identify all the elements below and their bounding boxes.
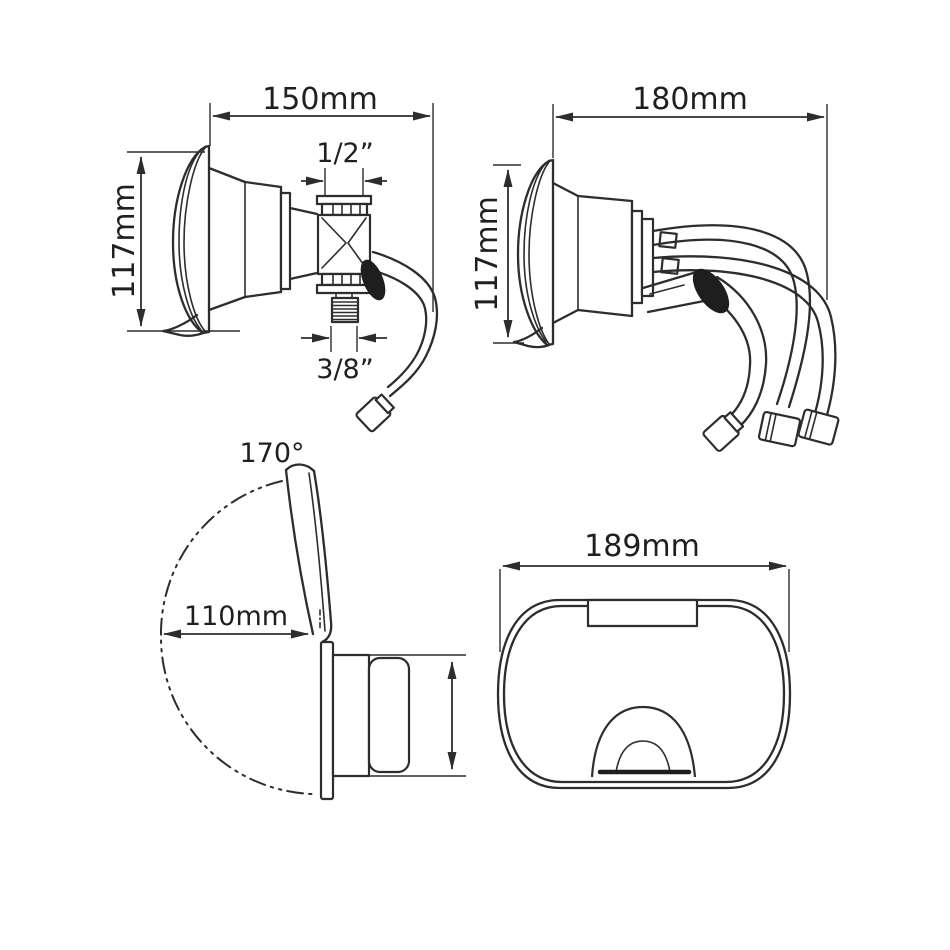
dim-three-eighths-inch: 3/8” [301, 326, 387, 385]
dim-117mm-left: 117mm [107, 151, 240, 332]
supply-hoses [651, 224, 840, 452]
dim-110mm: 110mm [163, 601, 309, 639]
dim-180mm: 180mm [552, 82, 828, 300]
dim-label-width-closed: 150mm [262, 82, 378, 117]
hose-fitting-shower [702, 411, 745, 452]
hose-fitting-middle [757, 411, 802, 448]
dim-label-open-reach: 110mm [184, 601, 288, 632]
shower-knob-2 [692, 268, 730, 314]
dim-189mm: 189mm [499, 529, 790, 652]
dim-label-bottom-thread: 3/8” [316, 354, 373, 385]
hose-fitting-right [797, 408, 840, 446]
open-lid [284, 463, 333, 644]
mixer-valve [315, 194, 373, 324]
view-front: 189mm [496, 529, 792, 790]
front-oval-housing [496, 598, 792, 790]
hose-end-fitting [355, 393, 395, 433]
dim-label-height-hoses: 117mm [470, 196, 505, 312]
wall-mounted-body [319, 640, 466, 801]
spout-arch [590, 705, 697, 778]
dim-label-top-thread: 1/2” [316, 138, 373, 169]
view-side-closed: 150mm 117mm 1/2” 3/8” [107, 82, 439, 433]
dim-half-inch: 1/2” [301, 138, 387, 197]
shower-lid-profile-2 [512, 158, 555, 349]
recessed-cup [367, 656, 411, 774]
dim-label-opening-angle: 170° [239, 438, 304, 469]
shower-body-2 [551, 181, 706, 325]
dim-label-width-hoses: 180mm [632, 82, 748, 117]
dim-label-front-width: 189mm [584, 529, 700, 564]
shower-body [207, 166, 319, 312]
shower-knob [360, 259, 386, 301]
dim-label-height-closed: 117mm [107, 183, 142, 299]
wall-plate [319, 640, 335, 801]
view-side-hoses: 180mm 117mm [470, 82, 840, 452]
shower-hose [355, 250, 439, 433]
dim-150mm: 150mm [209, 82, 434, 312]
mounting-plate [279, 191, 292, 291]
view-side-open: 110mm 170° [159, 438, 466, 801]
dim-117mm-right: 117mm [470, 164, 524, 344]
swing-arc [159, 480, 314, 795]
hinge-tab [586, 598, 699, 628]
shower-lid-profile [161, 144, 211, 337]
